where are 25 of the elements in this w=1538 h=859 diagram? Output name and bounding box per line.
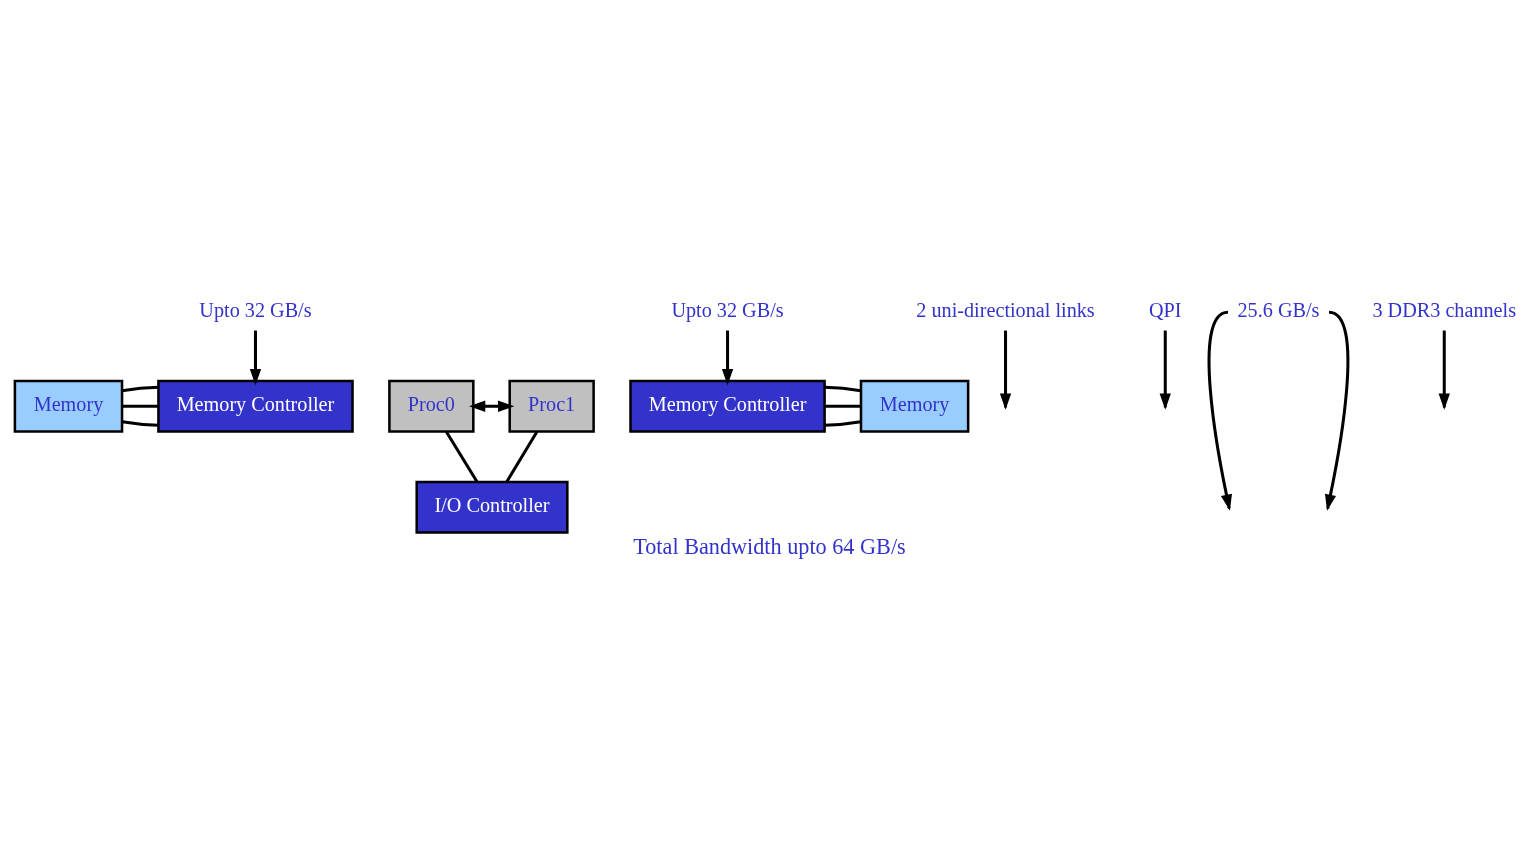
node-box: Memory Controller (156, 379, 354, 433)
connector (824, 385, 861, 393)
node-box: Memory Controller (628, 379, 826, 433)
connector (824, 404, 861, 408)
node-box: Memory (859, 379, 969, 433)
node-text: 3 DDR3 channels (1371, 299, 1516, 322)
connector (121, 404, 158, 408)
connector (505, 430, 538, 483)
connector (444, 430, 478, 483)
node-box: Proc0 (387, 379, 475, 433)
arrow (721, 330, 733, 386)
node-text: Upto 32 GB/s (670, 299, 784, 322)
arrow (249, 330, 261, 386)
node-box: Proc1 (507, 379, 595, 433)
connector (824, 420, 861, 427)
node-text: Upto 32 GB/s (198, 299, 312, 322)
node-box: Memory (13, 379, 123, 433)
connector (121, 420, 158, 427)
node-text: QPI (1148, 299, 1182, 322)
node-text: 25.6 GB/s (1237, 299, 1319, 322)
node-box: I/O Controller (414, 480, 569, 534)
node-text: 2 uni-directional links (915, 299, 1095, 322)
caption: Total Bandwidth upto 64 GB/s (632, 534, 906, 560)
arrow (468, 400, 514, 412)
connector (121, 385, 158, 393)
